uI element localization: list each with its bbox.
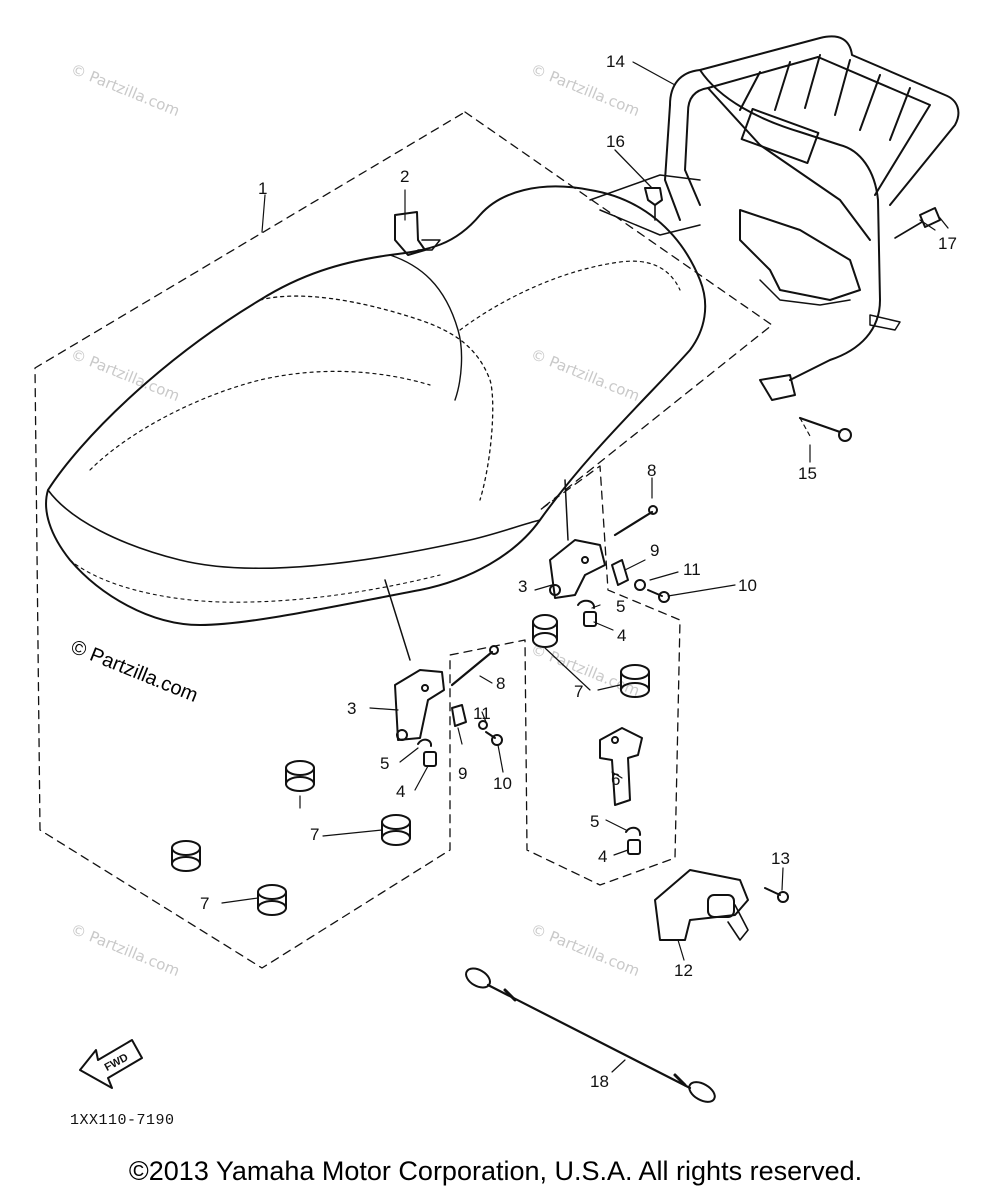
callout-7-d: 7 [200,894,210,913]
bolt-part-15 [798,416,852,442]
callout-14: 14 [606,52,625,71]
callout-2: 2 [400,167,410,186]
bracket-part-3-right [549,539,606,599]
seat-lock-part-12 [654,869,749,941]
callout-6: 6 [611,770,621,789]
collar-part-9-left [451,704,467,727]
damper-part-7-a [532,614,558,648]
clip-part-5-upper [577,599,595,609]
callout-9-right: 9 [650,541,660,560]
bolt-part-10-left [485,731,503,746]
washer-part-11-left [478,720,488,730]
clip-part-5-lower [625,826,642,836]
callout-12: 12 [674,961,693,980]
copyright-notice: ©2013 Yamaha Motor Corporation, U.S.A. A… [128,1156,863,1186]
drawing-code: 1XX110-7190 [70,1112,175,1129]
callout-7-a: 7 [574,682,584,701]
bracket-part-6 [599,727,643,806]
bolt-part-17 [894,207,949,239]
callout-5-left: 5 [380,754,390,773]
bolt-part-8-right [613,505,658,537]
damper-part-7-d [381,814,411,846]
fwd-arrow-icon: FWD [79,1039,143,1089]
bolt-part-4-lower [627,839,641,855]
callout-11-left: 11 [473,704,491,723]
callout-7-c: 7 [310,825,320,844]
damper-part-7-b [620,664,650,698]
bolt-part-4-upper [583,611,597,627]
assembly-boundary [34,111,773,969]
screw-part-13 [764,887,789,903]
collar-part-9-right [611,559,629,586]
bolt-part-4-left [423,751,437,767]
callout-17: 17 [938,234,957,253]
damper-part-7-f [257,884,287,916]
bolt-part-10-right [647,589,670,603]
rear-rack-part-14 [589,35,960,401]
bolt-part-8-left [450,645,499,687]
callout-5-upper: 5 [616,597,626,616]
damper-part-7-e [171,840,201,872]
callout-1: 1 [258,179,268,198]
callout-4-lower: 4 [598,847,608,866]
seat-drawing [45,185,707,626]
seat-hook-part-2 [394,211,441,256]
callout-8-left: 8 [496,674,506,693]
clip-part-5-left [417,738,433,747]
callout-3-right: 3 [518,577,528,596]
callout-8-right: 8 [647,461,657,480]
callout-9-left: 9 [458,764,468,783]
callout-4-left: 4 [396,782,406,801]
callout-16: 16 [606,132,625,151]
callout-13: 13 [771,849,790,868]
callout-3-left: 3 [347,699,357,718]
bracket-part-3-left [394,669,445,741]
callout-4-upper: 4 [617,626,627,645]
callout-10-right: 10 [738,576,757,595]
callout-18: 18 [590,1072,609,1091]
callout-15: 15 [798,464,817,483]
callout-5-lower: 5 [590,812,600,831]
cable-part-18 [465,967,716,1103]
damper-part-7-c [285,760,315,792]
callout-10-left: 10 [493,774,512,793]
bolt-part-16 [614,149,663,221]
callout-11-right: 11 [683,560,701,579]
washer-part-11-right [634,579,646,591]
